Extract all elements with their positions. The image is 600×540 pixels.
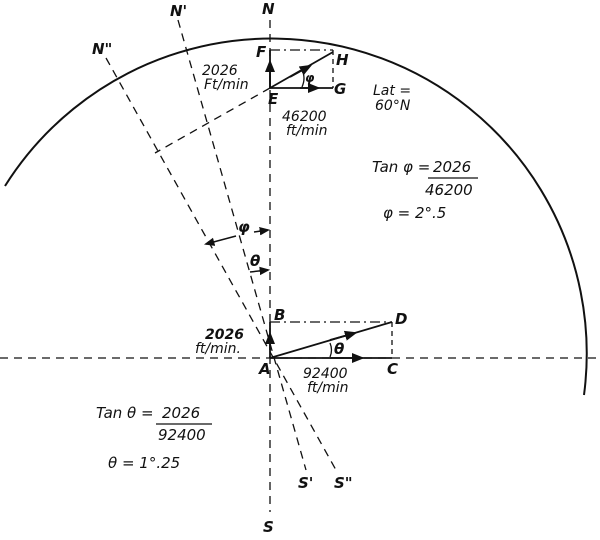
e-h-arrow xyxy=(289,64,313,78)
bottom-east-unit: ft/min xyxy=(307,380,349,396)
top-east-speed: 46200 xyxy=(282,109,327,125)
label-g: G xyxy=(334,80,346,98)
label-s-double-prime: S" xyxy=(334,474,353,492)
n-prime-line xyxy=(177,19,307,471)
label-d: D xyxy=(395,310,407,328)
top-east-unit: ft/min xyxy=(286,123,328,139)
tan-phi-den: 46200 xyxy=(425,181,473,199)
lat-line1: Lat = xyxy=(373,83,411,99)
theta-angle-arc xyxy=(329,342,333,358)
tan-theta-den: 92400 xyxy=(158,426,206,444)
label-n-double-prime: N" xyxy=(92,40,112,58)
label-f: F xyxy=(256,43,267,61)
theta-result: θ = 1°.25 xyxy=(108,454,180,472)
earth-arc xyxy=(4,37,588,396)
bottom-east-speed: 92400 xyxy=(303,366,348,382)
bottom-north-unit: ft/min. xyxy=(195,341,241,357)
label-n: N xyxy=(262,0,275,18)
phi-marker xyxy=(203,235,237,246)
label-theta-small: θ xyxy=(334,340,344,358)
lat-line2: 60°N xyxy=(375,98,411,114)
label-c: C xyxy=(387,360,398,378)
label-phi: φ xyxy=(238,218,250,236)
tan-theta-num: 2026 xyxy=(162,404,200,422)
label-phi-small: φ xyxy=(305,71,315,85)
phi-result: φ = 2°.5 xyxy=(383,204,446,222)
label-a: A xyxy=(258,360,271,378)
label-n-prime: N' xyxy=(170,2,187,20)
tan-phi-num: 2026 xyxy=(433,158,471,176)
top-north-unit: Ft/min xyxy=(204,77,249,93)
a-d-arrow xyxy=(329,330,358,341)
n-double-prime-line xyxy=(105,57,337,471)
label-theta: θ xyxy=(250,252,260,270)
label-e: E xyxy=(268,90,279,108)
label-s-prime: S' xyxy=(298,474,313,492)
label-b: B xyxy=(274,306,285,324)
bottom-north-speed: 2026 xyxy=(205,327,244,343)
top-north-speed: 2026 xyxy=(202,63,238,79)
tan-phi-lhs: Tan φ = xyxy=(372,158,430,176)
tan-theta-lhs: Tan θ = xyxy=(96,404,154,422)
phi-angle-arc xyxy=(301,69,305,88)
phi-marker-right xyxy=(253,227,271,236)
label-h: H xyxy=(336,51,349,69)
label-s: S xyxy=(263,518,274,536)
theta-marker xyxy=(249,266,271,276)
